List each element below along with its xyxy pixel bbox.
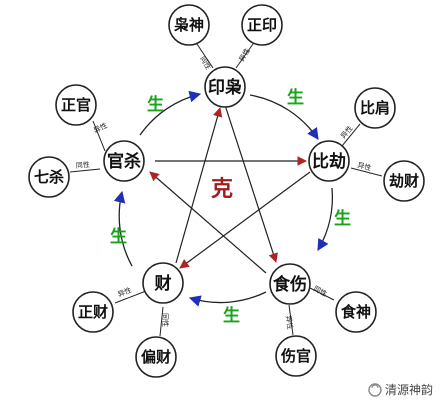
subnode-qisha-label: 七杀 [34, 168, 64, 186]
node-cai: 财 [142, 262, 184, 304]
connector-piancai [159, 306, 164, 337]
subnode-xiaoshen-label: 枭神 [173, 16, 204, 34]
subnode-jiecai-label: 劫财 [389, 172, 419, 190]
tag-zhengguan: 异性 [92, 121, 108, 135]
subnode-xiaoshen: 枭神 [168, 4, 210, 46]
sheng-cycle [113, 90, 334, 307]
sheng-label-5: 生 [147, 94, 164, 115]
node-bijie: 比劫 [308, 140, 350, 182]
connector-shangguan [288, 304, 294, 336]
connector-zhengyin [235, 43, 254, 69]
subnode-bijian: 比肩 [354, 87, 396, 129]
main-nodes: 印枭 比劫 食伤 财 官杀 [103, 66, 350, 305]
connector-jiecai [350, 167, 383, 177]
node-shishang: 食伤 [269, 263, 311, 305]
sub-connectors [69, 43, 383, 337]
sheng-arc-cai-guansha [113, 190, 133, 267]
subnode-shangguan-label: 伤官 [280, 347, 311, 365]
watermark-logo-mark-icon [371, 384, 379, 389]
sub-nodes: 枭神 正印 比肩 劫财 食神 伤官 正财 偏财 [28, 4, 425, 378]
subnode-zhengyin: 正印 [241, 4, 283, 46]
subnode-qisha: 七杀 [28, 156, 70, 198]
connector-shishen [305, 285, 335, 301]
subnode-bijian-label: 比肩 [360, 99, 390, 117]
subnode-shangguan: 伤官 [275, 335, 317, 377]
ke-line-shishang-guansha [149, 171, 267, 274]
node-shishang-label: 食伤 [273, 274, 307, 295]
sheng-arc-guansha-yinxiao [139, 90, 202, 136]
tag-xiaoshen: 同性 [198, 55, 213, 72]
connector-xiaoshen [196, 43, 214, 69]
sheng-label-3: 生 [223, 305, 240, 326]
node-yinxiao-label: 印枭 [208, 77, 242, 98]
watermark: 清源神韵 [368, 382, 433, 397]
tag-qisha: 同性 [75, 160, 90, 170]
subnode-zhengyin-label: 正印 [247, 16, 277, 34]
connector-qisha [69, 168, 101, 173]
subnode-zhengguan: 正官 [55, 84, 97, 126]
ke-line-bijie-cai [179, 171, 311, 269]
node-bijie-label: 比劫 [312, 151, 346, 172]
subnode-zhengcai-label: 正财 [78, 303, 108, 321]
sheng-arc-shishang-cai [188, 291, 267, 307]
subnode-shishen-label: 食神 [341, 303, 371, 321]
watermark-logo-icon [368, 383, 382, 397]
subnode-piancai-label: 偏财 [141, 348, 171, 366]
subnode-piancai: 偏财 [135, 336, 177, 378]
node-yinxiao: 印枭 [204, 66, 246, 108]
subnode-shishen: 食神 [335, 291, 377, 333]
connector-zhengcai [114, 290, 147, 304]
tag-shangguan: 异性 [284, 315, 295, 330]
ke-label: 克 [211, 176, 233, 202]
subnode-zhengcai: 正财 [72, 291, 114, 333]
ke-line-yinxiao-shishang [224, 104, 278, 263]
node-guansha-label: 官杀 [107, 151, 141, 172]
ke-line-cai-yinxiao [175, 107, 223, 264]
ke-star [149, 104, 311, 274]
sheng-label-2: 生 [334, 208, 351, 229]
sheng-label-1: 生 [287, 87, 304, 108]
sheng-arc-bijie-shishang [317, 187, 334, 252]
connector-zhengguan [92, 120, 106, 152]
node-guansha: 官杀 [103, 140, 145, 182]
tag-piancai: 同性 [161, 313, 170, 327]
subnode-zhengguan-label: 正官 [61, 96, 91, 114]
sheng-labels: 生 生 生 生 生 [110, 87, 351, 326]
tag-bijian: 异性 [339, 124, 355, 141]
tag-jiecai: 异性 [356, 160, 372, 172]
watermark-text: 清源神韵 [385, 382, 433, 397]
subnode-jiecai: 劫财 [383, 160, 425, 202]
sheng-label-4: 生 [110, 226, 127, 247]
sheng-arc-yinxiao-bijie [249, 94, 319, 140]
node-cai-label: 财 [154, 273, 172, 294]
connector-bijian [341, 123, 361, 147]
